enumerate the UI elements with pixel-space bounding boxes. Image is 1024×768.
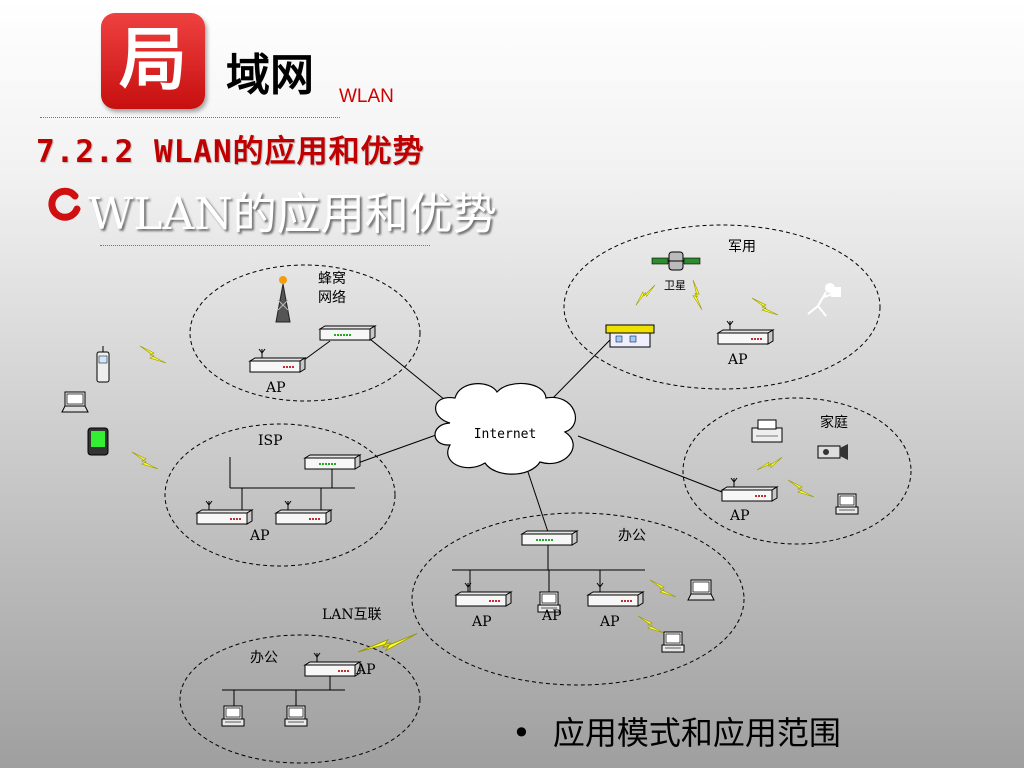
office-ap-2-label: AP [599, 614, 620, 630]
sub-heading-divider [100, 245, 430, 246]
soldier-icon [807, 283, 841, 317]
office-2-ap-icon [304, 652, 361, 677]
isp-ap-1-icon [196, 500, 253, 525]
cell-tower-icon [275, 276, 291, 323]
office-2-label: 办公 [250, 650, 278, 666]
cellular-switch-icon [319, 325, 376, 341]
cellular-label-2: 网络 [318, 290, 346, 306]
camcorder-icon [817, 444, 848, 460]
section-heading: 7.2.2 WLAN的应用和优势 [36, 134, 425, 170]
office-ap-2-icon [587, 582, 644, 607]
isp-ap-2-icon [275, 500, 332, 525]
military-ap-icon [717, 320, 774, 345]
wireless-cellphone-icon [139, 345, 167, 364]
fax-icon [751, 419, 783, 443]
home-label: 家庭 [820, 414, 848, 431]
office-label: 办公 [618, 528, 646, 544]
wireless-office-2-icon [637, 615, 665, 634]
cellular-ap-label: AP [265, 380, 286, 396]
satellite-icon [651, 251, 701, 271]
satellite-label: 卫星 [664, 279, 686, 292]
cellular-zone [189, 264, 421, 402]
wireless-satellite-icon [635, 282, 656, 309]
military-zone [563, 224, 881, 390]
header-title: 域网 [226, 50, 314, 101]
wireless-soldier-icon [751, 297, 779, 316]
header-divider [40, 117, 340, 118]
lan-link-label: LAN互联 [322, 607, 382, 623]
wireless-office-1-icon [649, 579, 677, 598]
home-ap-label: AP [729, 508, 750, 524]
logo-badge: 局 [101, 13, 205, 109]
bullet-item: • 应用模式和应用范围 [512, 708, 841, 754]
office-2-pc-2-icon [284, 705, 308, 727]
home-pc-icon [835, 493, 859, 515]
bullet-text: 应用模式和应用范围 [552, 714, 841, 752]
wireless-home-icon [787, 479, 815, 498]
wireless-fax-icon [756, 449, 783, 478]
bullet-dot: • [512, 714, 531, 752]
home-ap-icon [721, 477, 778, 502]
internet-label: Internet [474, 427, 537, 442]
cellphone-icon [96, 346, 110, 383]
wireless-pda-icon [131, 451, 159, 470]
logo-char: 局 [118, 21, 187, 100]
isp-switch-icon [304, 454, 361, 470]
military-ap-label: AP [727, 352, 748, 368]
internet-cloud: Internet [434, 382, 576, 475]
office-2-ap-label: AP [355, 662, 376, 678]
cellular-label-1: 蜂窝 [318, 270, 346, 287]
header-subtitle: WLAN [339, 86, 394, 107]
isp-ap-label: AP [249, 528, 270, 544]
wireless-military-icon [681, 279, 714, 311]
office-ap-1-icon [455, 582, 512, 607]
sub-heading: WLAN的应用和优势 [88, 189, 497, 240]
office-switch-icon [521, 530, 578, 546]
office-ap-mid-label: AP [541, 608, 562, 624]
office-zone [411, 512, 745, 686]
office-laptop-icon [687, 579, 715, 601]
office-2-pc-1-icon [221, 705, 245, 727]
military-label: 军用 [728, 239, 756, 255]
laptop-icon [61, 391, 89, 413]
office-ap-1-label: AP [471, 614, 492, 630]
ring-bullet-icon [48, 187, 81, 221]
isp-zone [164, 423, 396, 567]
cellular-ap-icon [249, 348, 306, 373]
home-zone [682, 397, 912, 545]
pda-icon [87, 427, 109, 456]
office-zone-2 [179, 634, 421, 764]
office-pc-2-icon [661, 631, 685, 653]
ground-station-icon [605, 324, 655, 348]
isp-label: ISP [258, 433, 283, 449]
